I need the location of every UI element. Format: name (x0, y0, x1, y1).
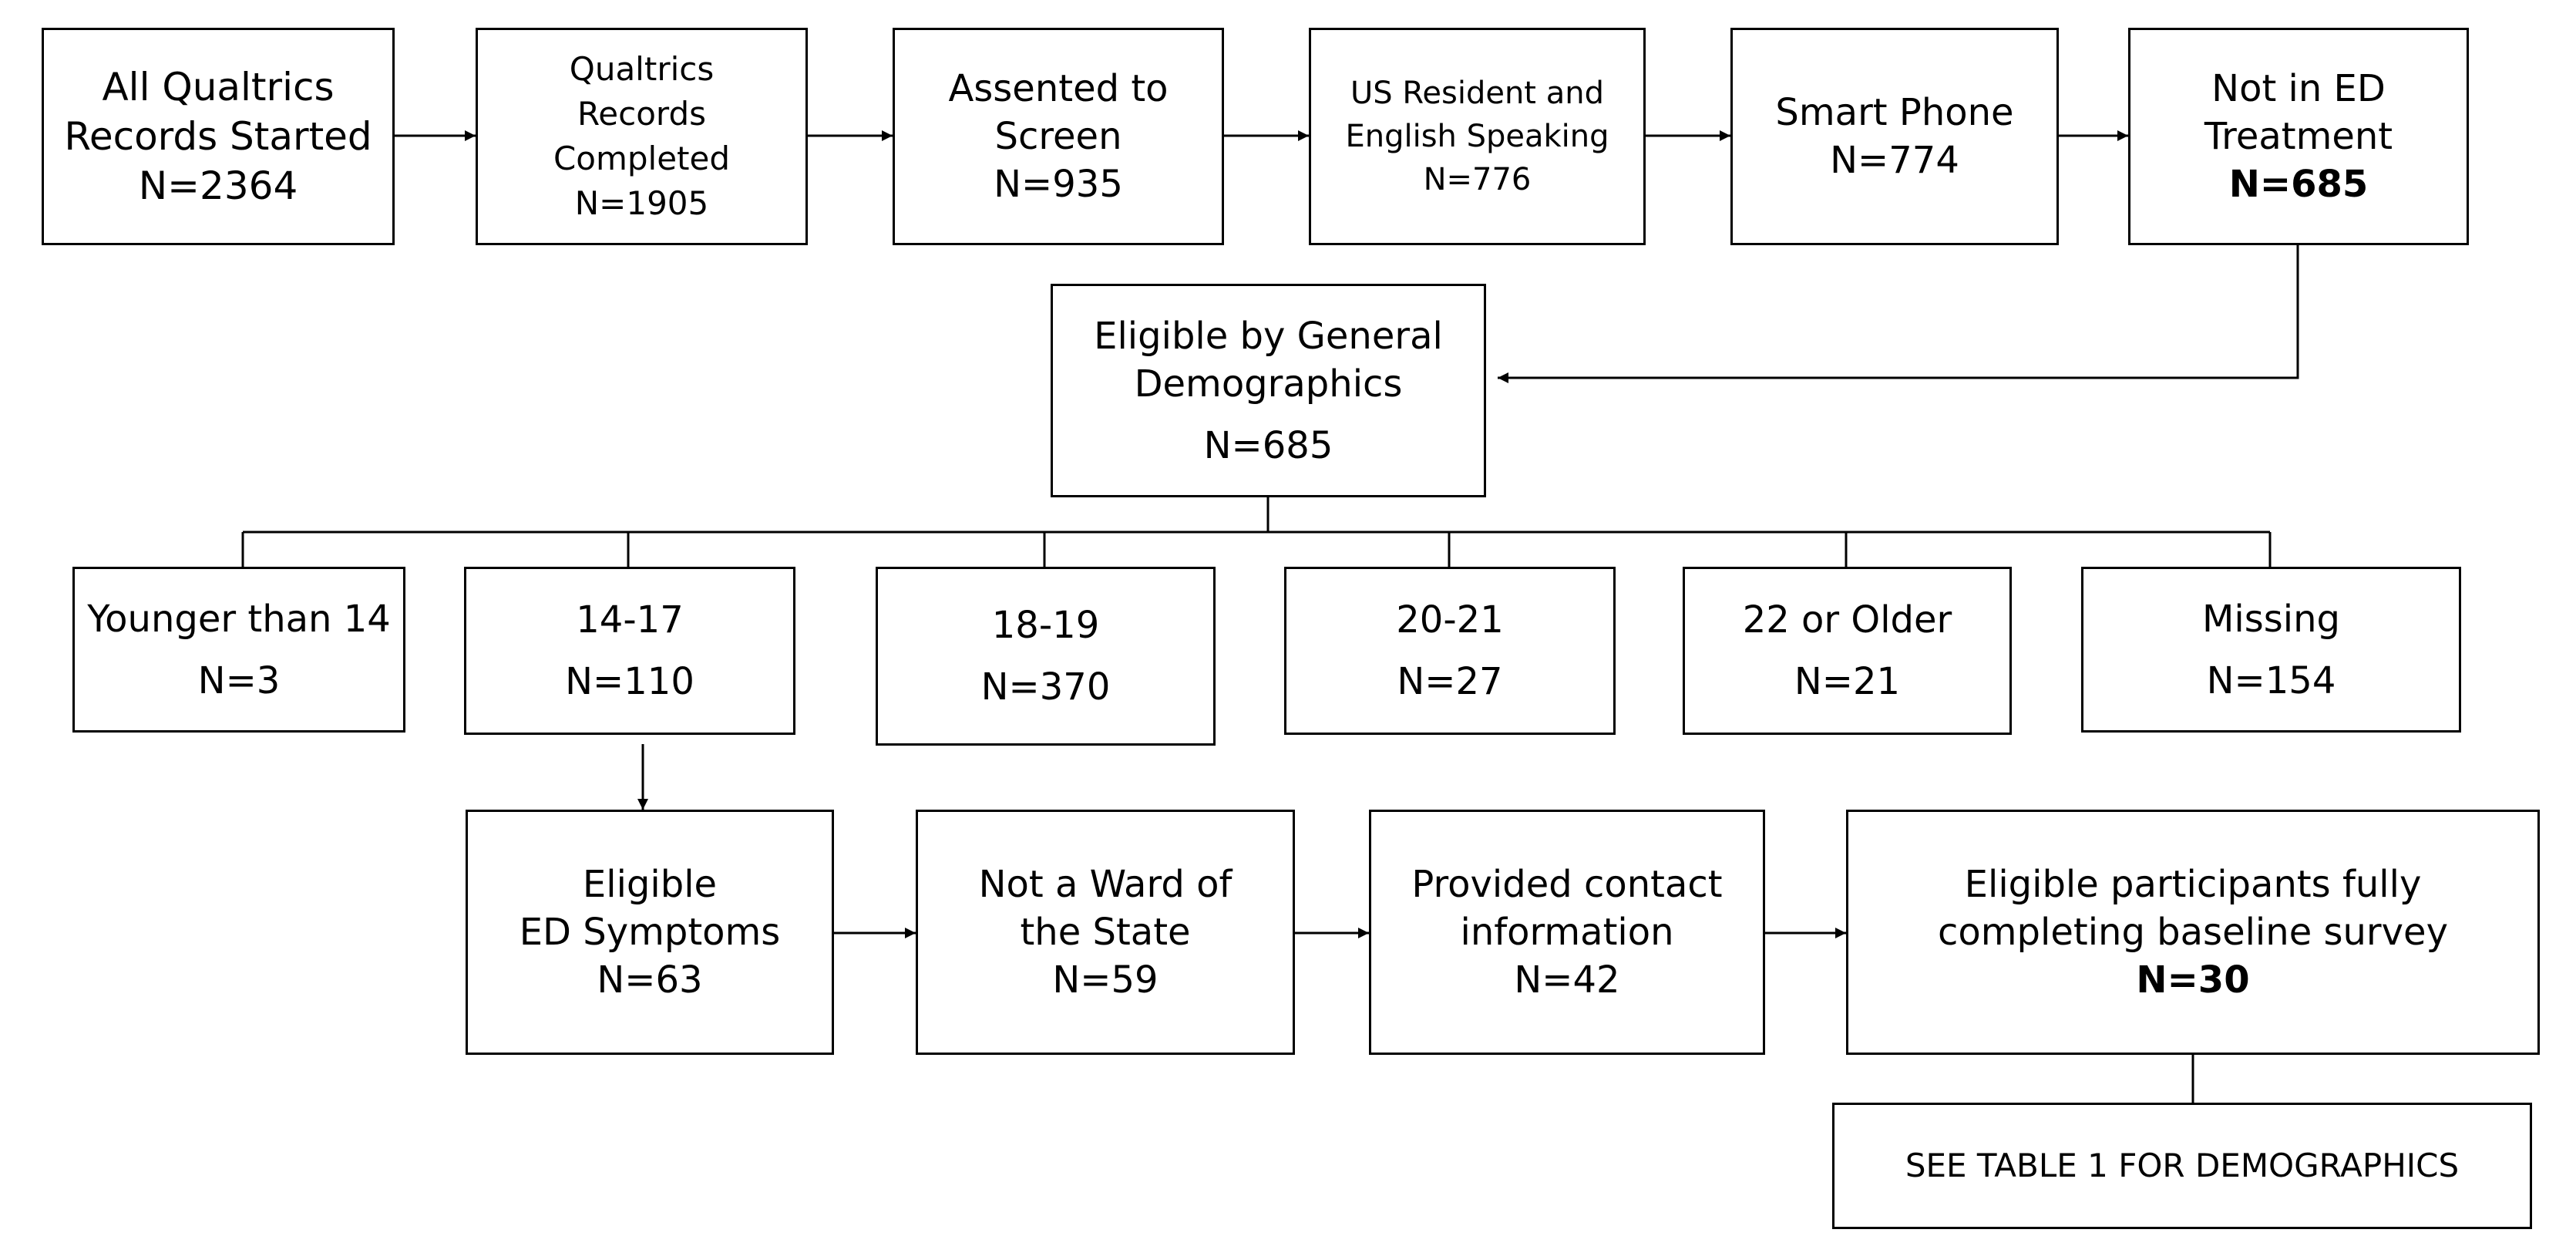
age-label: Younger than 14 (87, 597, 391, 641)
box-count: N=2364 (138, 163, 298, 208)
box-label-line: Smart Phone (1775, 91, 2014, 134)
box-label-line: information (1460, 911, 1674, 954)
box-table-note: SEE TABLE 1 FOR DEMOGRAPHICS (1832, 1103, 2532, 1229)
box-count: N=1905 (574, 184, 709, 222)
age-count: N=110 (565, 660, 694, 703)
box-age-younger-14: Younger than 14 N=3 (72, 567, 405, 733)
age-count: N=27 (1397, 660, 1503, 703)
box-count: N=774 (1830, 139, 1959, 182)
box-label-line: English Speaking (1345, 119, 1609, 154)
age-label: 22 or Older (1742, 598, 1952, 642)
box-label-line: Qualtrics (569, 50, 715, 88)
note-text: SEE TABLE 1 FOR DEMOGRAPHICS (1905, 1147, 2460, 1184)
box-label-line: Not in ED (2211, 67, 2386, 110)
box-age-14-17: 14-17 N=110 (464, 567, 795, 735)
box-label-line: Eligible by General (1094, 314, 1443, 358)
age-count: N=3 (197, 658, 281, 702)
box-label-line: completing baseline survey (1938, 911, 2448, 954)
box-age-missing: Missing N=154 (2081, 567, 2461, 733)
age-label: 20-21 (1396, 598, 1504, 642)
box-not-in-ed-treatment: Not in ED Treatment N=685 (2128, 28, 2469, 245)
box-label-line: Eligible (582, 863, 718, 906)
box-smart-phone: Smart Phone N=774 (1730, 28, 2059, 245)
box-label-line: Provided contact (1411, 863, 1723, 906)
box-final-participants: Eligible participants fully completing b… (1846, 810, 2540, 1055)
box-us-resident: US Resident and English Speaking N=776 (1309, 28, 1646, 245)
box-count: N=776 (1423, 162, 1532, 197)
age-label: 14-17 (576, 598, 684, 642)
box-age-18-19: 18-19 N=370 (876, 567, 1216, 746)
box-age-20-21: 20-21 N=27 (1284, 567, 1616, 735)
age-label: 18-19 (991, 604, 1100, 647)
box-label-line: ED Symptoms (519, 911, 781, 954)
box-label-line: All Qualtrics (102, 65, 335, 109)
box-count: N=63 (597, 958, 703, 1002)
box-general-demographics: Eligible by General Demographics N=685 (1051, 284, 1486, 497)
age-count: N=370 (980, 665, 1111, 709)
box-count: N=42 (1514, 958, 1620, 1002)
box-label-line: Assented to (948, 67, 1169, 110)
box-count: N=59 (1052, 958, 1159, 1002)
arrow-noted-to-general (1498, 245, 2299, 383)
box-label-line: Demographics (1134, 362, 1403, 406)
box-label-line: Not a Ward of (978, 863, 1233, 906)
box-label-line: the State (1020, 911, 1191, 954)
age-count: N=154 (2206, 658, 2336, 702)
box-age-22-older: 22 or Older N=21 (1683, 567, 2012, 735)
box-label-line: Records Started (64, 114, 372, 159)
box-label-line: Completed (553, 140, 731, 177)
box-eligible-ed-symptoms: Eligible ED Symptoms N=63 (466, 810, 834, 1055)
age-label: Missing (2202, 597, 2340, 641)
box-label-line: Records (577, 95, 706, 133)
box-count: N=30 (2136, 958, 2250, 1002)
box-count: N=685 (1203, 423, 1333, 467)
box-records-completed: Qualtrics Records Completed N=1905 (476, 28, 808, 245)
box-label-line: Treatment (2204, 115, 2393, 158)
box-not-ward-of-state: Not a Ward of the State N=59 (916, 810, 1295, 1055)
box-label-line: Screen (994, 115, 1122, 158)
box-provided-contact: Provided contact information N=42 (1369, 810, 1765, 1055)
box-label-line: Eligible participants fully (1964, 863, 2422, 906)
box-records-started: All Qualtrics Records Started N=2364 (42, 28, 395, 245)
box-label-line: US Resident and (1350, 76, 1604, 111)
age-count: N=21 (1794, 660, 1901, 703)
box-assented: Assented to Screen N=935 (893, 28, 1224, 245)
box-count: N=685 (2228, 163, 2369, 206)
box-count: N=935 (994, 163, 1123, 206)
